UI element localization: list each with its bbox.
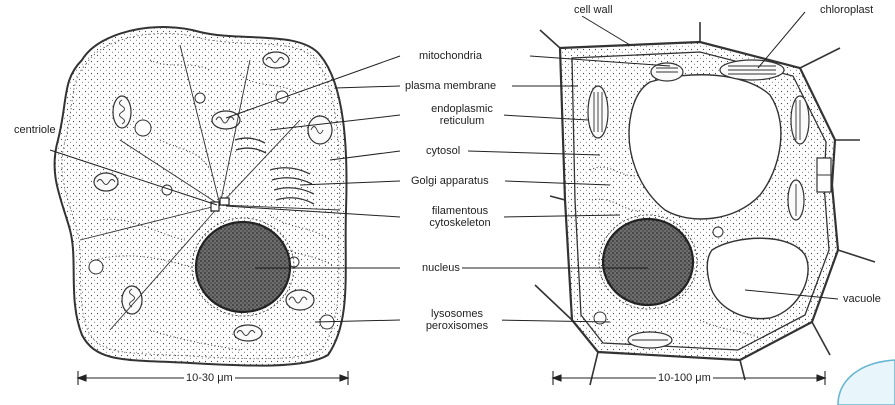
label-cytosol: cytosol bbox=[424, 145, 462, 157]
mitochondrion bbox=[308, 116, 332, 144]
label-cell-wall: cell wall bbox=[572, 4, 615, 16]
label-filamentous-line1: filamentous bbox=[418, 205, 502, 217]
corner-decoration bbox=[838, 360, 895, 405]
vacuole-shape bbox=[629, 75, 781, 219]
label-lysosomes: lysosomes bbox=[414, 308, 500, 320]
animal-cell bbox=[55, 27, 347, 366]
label-peroxisomes: peroxisomes bbox=[414, 320, 500, 332]
label-filamentous-cytoskeleton: filamentous cytoskeleton bbox=[416, 205, 504, 229]
scale-label-plant: 10-100 μm bbox=[656, 372, 713, 384]
animal-plasma-membrane-outline bbox=[55, 27, 347, 366]
mitochondrion bbox=[122, 286, 142, 314]
mitochondrion bbox=[263, 52, 289, 68]
label-endoplasmic-reticulum: endoplasmic reticulum bbox=[420, 103, 504, 127]
label-nucleus: nucleus bbox=[420, 262, 462, 274]
label-lysosomes-peroxisomes: lysosomes peroxisomes bbox=[412, 308, 502, 332]
animal-nucleus bbox=[196, 222, 290, 312]
plant-nucleus bbox=[603, 219, 693, 305]
label-endoplasmic-line1: endoplasmic bbox=[422, 103, 502, 115]
label-mitochondria: mitochondria bbox=[417, 50, 484, 62]
mitochondrion bbox=[234, 325, 262, 341]
label-filamentous-line2: cytoskeleton bbox=[418, 217, 502, 229]
mitochondrion bbox=[286, 290, 314, 310]
label-centriole: centriole bbox=[12, 124, 58, 136]
label-vacuole: vacuole bbox=[841, 293, 883, 305]
label-chloroplast: chloroplast bbox=[818, 4, 875, 16]
label-endoplasmic-line2: reticulum bbox=[422, 115, 502, 127]
scale-label-animal: 10-30 μm bbox=[184, 372, 235, 384]
plant-cell bbox=[535, 22, 875, 385]
label-plasma-membrane: plasma membrane bbox=[403, 80, 498, 92]
mitochondrion bbox=[94, 173, 118, 191]
label-golgi-apparatus: Golgi apparatus bbox=[409, 175, 491, 187]
